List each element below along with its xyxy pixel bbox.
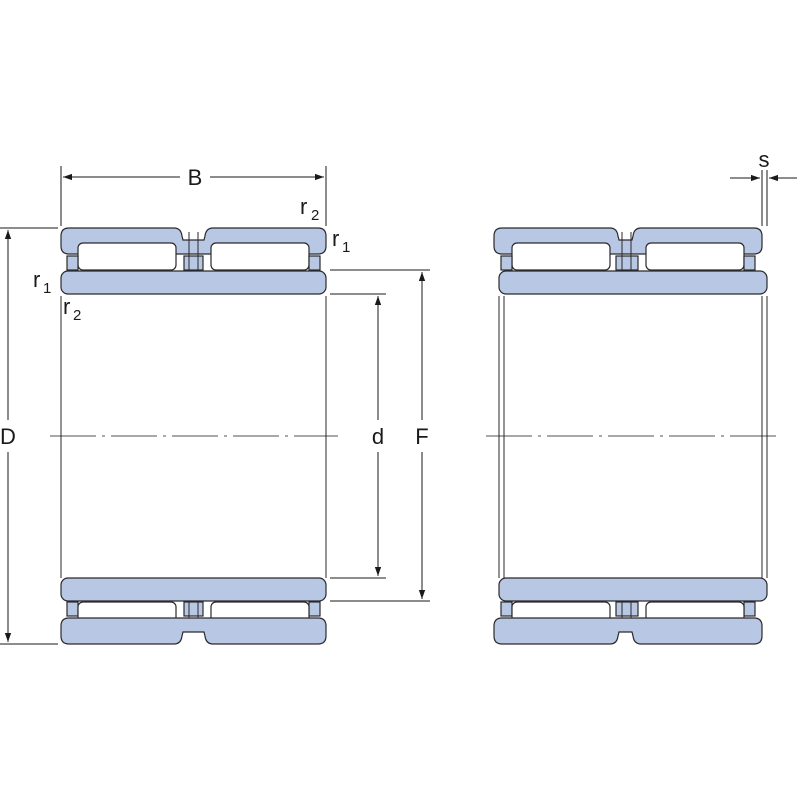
- right-top-cage-left: [500, 255, 513, 271]
- label-r1-top-right-sub: 1: [342, 239, 350, 256]
- left-bottom-inner-ring: [60, 577, 327, 602]
- left-bottom-cage-mid: [183, 601, 204, 617]
- label-s: s: [759, 147, 770, 172]
- label-D: D: [0, 424, 16, 449]
- right-top-raceway: [498, 270, 768, 295]
- right-bottom-raceway: [498, 577, 768, 602]
- right-top-cage-right: [743, 255, 756, 271]
- dimension-d: d: [330, 293, 386, 579]
- label-r2-top-right: r: [300, 194, 307, 219]
- right-bottom-outer-ring: [493, 617, 763, 645]
- left-bottom-outer-ring: [60, 617, 327, 645]
- dimension-s: s: [730, 147, 797, 226]
- right-bottom-cage-mid: [615, 601, 639, 617]
- dimension-D: D: [0, 227, 58, 645]
- right-bottom-cage-right: [743, 601, 756, 617]
- left-top-inner-ring: [60, 270, 327, 295]
- label-F: F: [415, 424, 428, 449]
- left-top-cage-mid: [183, 255, 204, 271]
- right-bearing-view: [493, 227, 768, 645]
- radius-r1-left: r 1: [33, 267, 51, 297]
- left-top-cage-left: [66, 255, 79, 271]
- radius-r2-left: r 2: [63, 294, 81, 324]
- left-bearing-view: [60, 227, 327, 645]
- label-r2-left: r: [63, 294, 70, 319]
- label-B: B: [188, 165, 203, 190]
- dimension-B: B: [60, 165, 327, 226]
- right-bottom-cage-left: [500, 601, 513, 617]
- left-bottom-cage-left: [66, 601, 79, 617]
- label-r1-left: r: [33, 267, 40, 292]
- left-top-cage-right: [308, 255, 321, 271]
- right-top-roller-2: [645, 242, 745, 271]
- left-top-roller-1: [77, 242, 177, 271]
- label-r1-left-sub: 1: [43, 280, 51, 297]
- label-r2-top-right-sub: 2: [311, 207, 319, 224]
- radius-r1-top-right: r 1: [332, 226, 350, 256]
- right-top-roller-1: [511, 242, 611, 271]
- label-d: d: [372, 424, 384, 449]
- right-top-cage-mid: [615, 255, 639, 271]
- dimension-F: F: [330, 269, 430, 602]
- label-r1-top-right: r: [332, 226, 339, 251]
- radius-r2-top-right: r 2: [300, 194, 319, 224]
- label-r2-left-sub: 2: [73, 307, 81, 324]
- left-top-roller-2: [210, 242, 310, 271]
- left-bottom-cage-right: [308, 601, 321, 617]
